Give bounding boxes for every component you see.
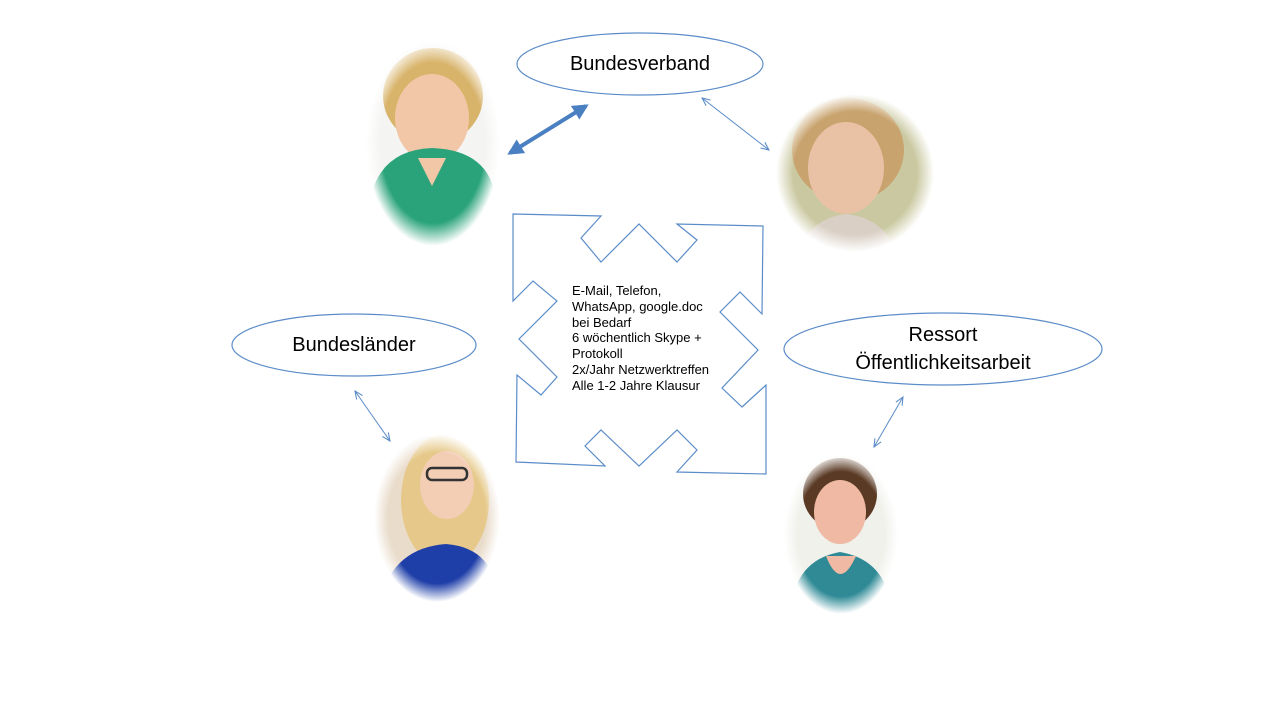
bundeslaender-ellipse xyxy=(231,313,477,377)
ressort-ellipse xyxy=(783,312,1103,386)
arrow-bundesverband-top-right xyxy=(702,98,769,150)
bundesverband-ellipse xyxy=(516,32,764,96)
portrait-photo-top-left xyxy=(366,40,500,246)
portrait-photo-bottom-right xyxy=(784,454,898,614)
communication-methods-text: E-Mail, Telefon, WhatsApp, google.doc be… xyxy=(572,283,732,394)
ressort-label-line2: Öffentlichkeitsarbeit xyxy=(855,352,1031,374)
center-line: Protokoll xyxy=(572,346,623,362)
center-line: E-Mail, Telefon, xyxy=(572,283,662,298)
center-line: WhatsApp, google.doc xyxy=(572,298,703,314)
center-line: bei Bedarf xyxy=(572,314,632,330)
four-way-arrow-shape xyxy=(512,213,767,475)
bundesverband-label: Bundesverband xyxy=(569,53,711,75)
center-line: Alle 1-2 Jahre Klausur xyxy=(572,377,700,393)
arrow-bundeslaender-bottom-left xyxy=(355,391,390,441)
center-line: 2x/Jahr Netzwerktreffen xyxy=(572,361,710,377)
bundeslaender-label: Bundesländer xyxy=(292,334,416,356)
arrow-ressort-bottom-right xyxy=(874,397,903,447)
arrow-bundesverband-top-left xyxy=(507,104,589,155)
portrait-photo-top-right xyxy=(776,94,934,252)
center-line: 6 wöchentlich Skype + xyxy=(572,330,702,346)
ressort-label-line1: Ressort xyxy=(908,324,978,346)
portrait-photo-bottom-left xyxy=(374,434,500,602)
